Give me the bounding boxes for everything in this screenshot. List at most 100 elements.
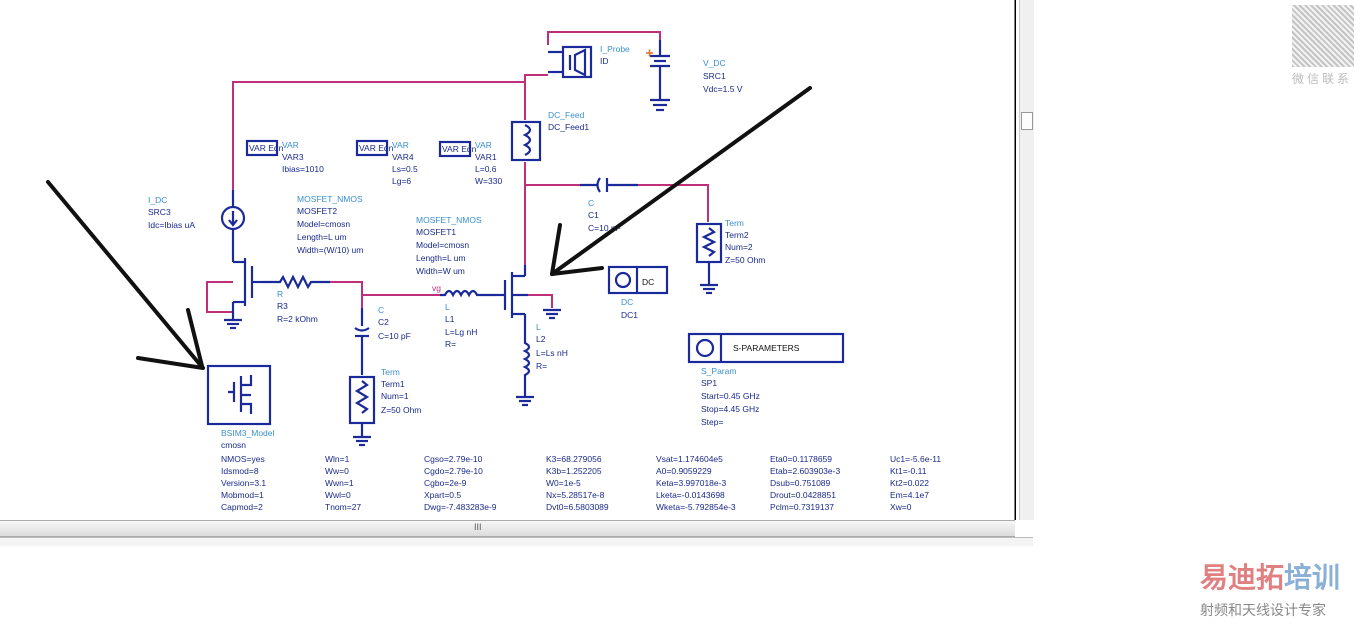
bsim3-param: Nx=5.28517e-8 bbox=[546, 490, 605, 500]
mosfet2-length: Length=L um bbox=[297, 232, 347, 242]
term2-num: Num=2 bbox=[725, 242, 753, 252]
bsim3-param: K3=68.279056 bbox=[546, 454, 602, 464]
current-probe[interactable] bbox=[548, 45, 593, 79]
bsim3-param: Uc1=-5.6e-11 bbox=[890, 454, 941, 464]
brand-b: 培训 bbox=[1284, 562, 1341, 593]
vertical-scrollbar[interactable] bbox=[1019, 0, 1034, 520]
var-block-var1[interactable]: VAR Eqn bbox=[438, 140, 477, 158]
i-probe-type: I_Probe bbox=[600, 44, 630, 54]
sp-block-label: S-PARAMETERS bbox=[733, 343, 800, 353]
bsim3-param: Ww=0 bbox=[325, 466, 349, 476]
qr-code-watermark bbox=[1292, 5, 1354, 67]
mosfet2-name: MOSFET2 bbox=[297, 206, 337, 216]
scrollbar-grip[interactable]: III bbox=[474, 522, 482, 532]
term1-type: Term bbox=[381, 367, 400, 377]
var4-name: VAR4 bbox=[392, 152, 414, 162]
var3-type: VAR bbox=[282, 140, 299, 150]
resistor-r3[interactable] bbox=[262, 274, 330, 290]
capacitor-c1[interactable] bbox=[580, 177, 638, 193]
var4-type: VAR bbox=[392, 140, 409, 150]
bsim3-param: NMOS=yes bbox=[221, 454, 265, 464]
vertical-scrollbar-thumb[interactable] bbox=[1021, 112, 1033, 130]
bsim3-type: BSIM3_Model bbox=[221, 428, 274, 438]
ground-mosfet1 bbox=[543, 308, 561, 320]
var-icon-label: VAR Eqn bbox=[442, 144, 477, 154]
l2-value: L=Ls nH bbox=[536, 348, 568, 358]
bsim3-param: Wwn=1 bbox=[325, 478, 354, 488]
dc-feed-inductor[interactable] bbox=[510, 120, 542, 162]
term2-type: Term bbox=[725, 218, 744, 228]
c2-value: C=10 pF bbox=[378, 331, 411, 341]
var-block-var3[interactable]: VAR Eqn bbox=[245, 139, 284, 157]
bsim3-model-block[interactable] bbox=[206, 364, 272, 426]
mosfet1[interactable] bbox=[497, 265, 528, 338]
bsim3-param: Kt1=-0.11 bbox=[890, 466, 927, 476]
var3-name: VAR3 bbox=[282, 152, 304, 162]
mosfet2-width: Width=(W/10) um bbox=[297, 245, 363, 255]
l1-r: R= bbox=[445, 339, 456, 349]
c2-type: C bbox=[378, 305, 384, 315]
dc-type: DC bbox=[621, 297, 633, 307]
sp-name: SP1 bbox=[701, 378, 717, 388]
wires bbox=[206, 31, 709, 313]
bsim3-param: Idsmod=8 bbox=[221, 466, 259, 476]
port-term2[interactable] bbox=[695, 222, 723, 295]
r3-value: R=2 kOhm bbox=[277, 314, 318, 324]
capacitor-c2[interactable] bbox=[354, 308, 370, 375]
l2-type: L bbox=[536, 322, 541, 332]
wechat-caption: 微信联系 bbox=[1292, 72, 1353, 86]
mosfet2-type: MOSFET_NMOS bbox=[297, 194, 363, 204]
annotation-arrows bbox=[46, 86, 812, 370]
var-icon-label: VAR Eqn bbox=[359, 143, 394, 153]
sp-type: S_Param bbox=[701, 366, 736, 376]
bsim3-param: Cgso=2.79e-10 bbox=[424, 454, 483, 464]
bsim3-param: K3b=1.252205 bbox=[546, 466, 602, 476]
i-dc-name: SRC3 bbox=[148, 207, 171, 217]
sp-step: Step= bbox=[701, 417, 723, 427]
bsim3-name: cmosn bbox=[221, 440, 246, 450]
dc-feed-type: DC_Feed bbox=[548, 110, 585, 120]
mosfet2-model: Model=cmosn bbox=[297, 219, 350, 229]
dc-name: DC1 bbox=[621, 310, 638, 320]
brand-tagline: 射频和天线设计专家 bbox=[1200, 602, 1326, 618]
bsim3-param: Mobmod=1 bbox=[221, 490, 264, 500]
mosfet1-model: Model=cmosn bbox=[416, 240, 469, 250]
bsim3-param: Em=4.1e7 bbox=[890, 490, 929, 500]
c1-type: C bbox=[588, 198, 594, 208]
dc-current-source[interactable] bbox=[220, 190, 246, 262]
port-term1[interactable] bbox=[348, 375, 376, 447]
bsim3-param: Cgdo=2.79e-10 bbox=[424, 466, 483, 476]
l2-r: R= bbox=[536, 361, 547, 371]
mosfet2[interactable] bbox=[224, 258, 262, 330]
bsim3-param: Xpart=0.5 bbox=[424, 490, 461, 500]
bsim3-param: Keta=3.997018e-3 bbox=[656, 478, 726, 488]
bsim3-parameter-table: NMOS=yesIdsmod=8Version=3.1Mobmod=1Capmo… bbox=[221, 454, 941, 512]
dc-voltage-source[interactable] bbox=[646, 40, 670, 112]
bsim3-param: Vsat=1.174604e5 bbox=[656, 454, 723, 464]
bsim3-param: A0=0.9059229 bbox=[656, 466, 712, 476]
s-parameters-block[interactable]: S-PARAMETERS bbox=[687, 332, 845, 364]
v-dc-value: Vdc=1.5 V bbox=[703, 84, 743, 94]
r3-type: R bbox=[277, 289, 283, 299]
brand-watermark: 易迪拓培训 bbox=[1200, 562, 1340, 594]
var1-name: VAR1 bbox=[475, 152, 497, 162]
status-bar bbox=[0, 537, 1033, 546]
bsim3-param: Cgbo=2e-9 bbox=[424, 478, 467, 488]
mosfet1-length: Length=L um bbox=[416, 253, 466, 263]
node-label-vg: vg bbox=[432, 283, 441, 293]
horizontal-scrollbar[interactable] bbox=[0, 520, 1015, 537]
inductor-l1[interactable] bbox=[440, 289, 497, 298]
dc-simulation-block[interactable]: DC bbox=[607, 265, 669, 295]
inductor-l2[interactable] bbox=[516, 338, 534, 407]
var-block-var4[interactable]: VAR Eqn bbox=[355, 139, 394, 157]
bsim3-param: Tnom=27 bbox=[325, 502, 361, 512]
term2-name: Term2 bbox=[725, 230, 749, 240]
sp-start: Start=0.45 GHz bbox=[701, 391, 760, 401]
i-dc-type: I_DC bbox=[148, 195, 167, 205]
bsim3-param: Etab=2.603903e-3 bbox=[770, 466, 840, 476]
dc-block-label: DC bbox=[642, 277, 654, 287]
c1-value: C=10 pF bbox=[588, 223, 621, 233]
bsim3-param: Drout=0.0428851 bbox=[770, 490, 836, 500]
term1-name: Term1 bbox=[381, 379, 405, 389]
